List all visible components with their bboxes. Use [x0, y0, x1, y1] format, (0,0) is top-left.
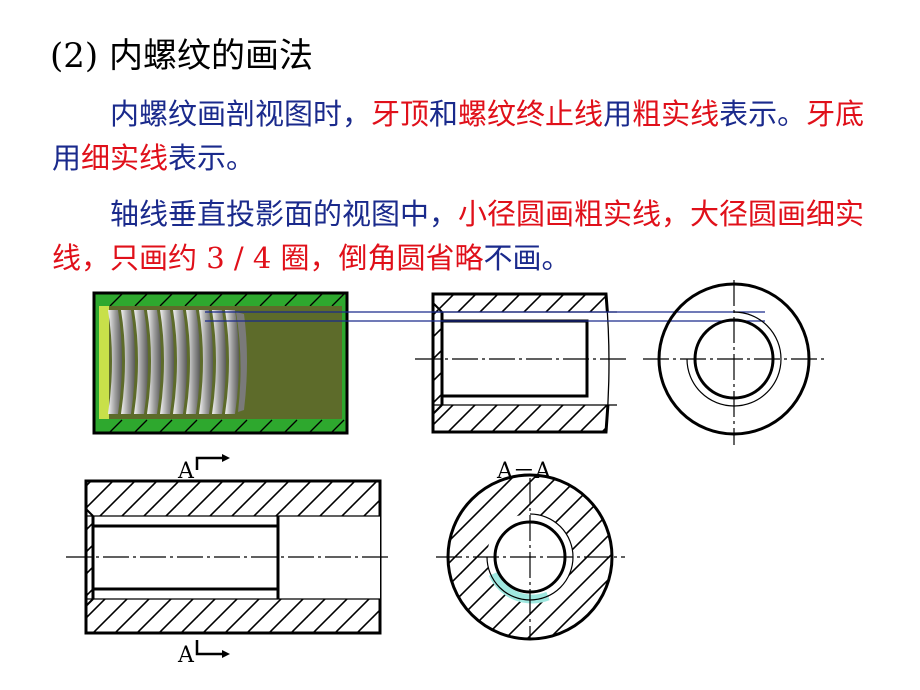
- text-seg: 不画。: [483, 241, 571, 275]
- bottom-section-view: A A: [66, 454, 392, 668]
- text-seg: 用: [603, 97, 633, 131]
- text-highlight: 小径圆画粗实线，大径圆画细实线，只画约 3 / 4 圈，倒角圆省略: [52, 197, 865, 275]
- paragraph-end-view-rule: 轴线垂直投影面的视图中，小径圆画粗实线，大径圆画细实线，只画约 3 / 4 圈，…: [52, 192, 882, 280]
- text-highlight: 细实线: [81, 141, 169, 175]
- page-title: (2) 内螺纹的画法: [50, 36, 313, 76]
- projection-lines: [205, 311, 765, 322]
- text-seg: 轴线垂直投影面的视图中，: [110, 197, 459, 231]
- text-highlight: 牙底: [806, 97, 865, 131]
- text-highlight: 螺纹终止线: [458, 97, 604, 131]
- paragraph-section-view-rule: 内螺纹画剖视图时，牙顶和螺纹终止线用粗实线表示。牙底用细实线表示。: [52, 92, 882, 180]
- end-view: [643, 280, 825, 445]
- text-highlight: 粗实线: [632, 97, 720, 131]
- top-section-view: [415, 292, 630, 434]
- model-green-hatch: [109, 293, 345, 433]
- thread-crests: [108, 310, 247, 414]
- thread-arc-highlight: [488, 571, 550, 604]
- section-a-a-view: A－A: [436, 459, 625, 641]
- text-seg: 表示。: [168, 141, 256, 175]
- section-mark-top: A: [177, 459, 195, 484]
- text-seg: 用: [52, 141, 82, 175]
- text-seg: 和: [429, 97, 459, 131]
- thread-major-arc: [686, 311, 782, 407]
- section-mark-bottom: A: [177, 643, 195, 668]
- text-highlight: 牙顶: [371, 97, 430, 131]
- text-seg: 表示。: [719, 97, 807, 131]
- text-seg: 内螺纹画剖视图时，: [110, 97, 372, 131]
- thread-3d-model: [92, 291, 349, 435]
